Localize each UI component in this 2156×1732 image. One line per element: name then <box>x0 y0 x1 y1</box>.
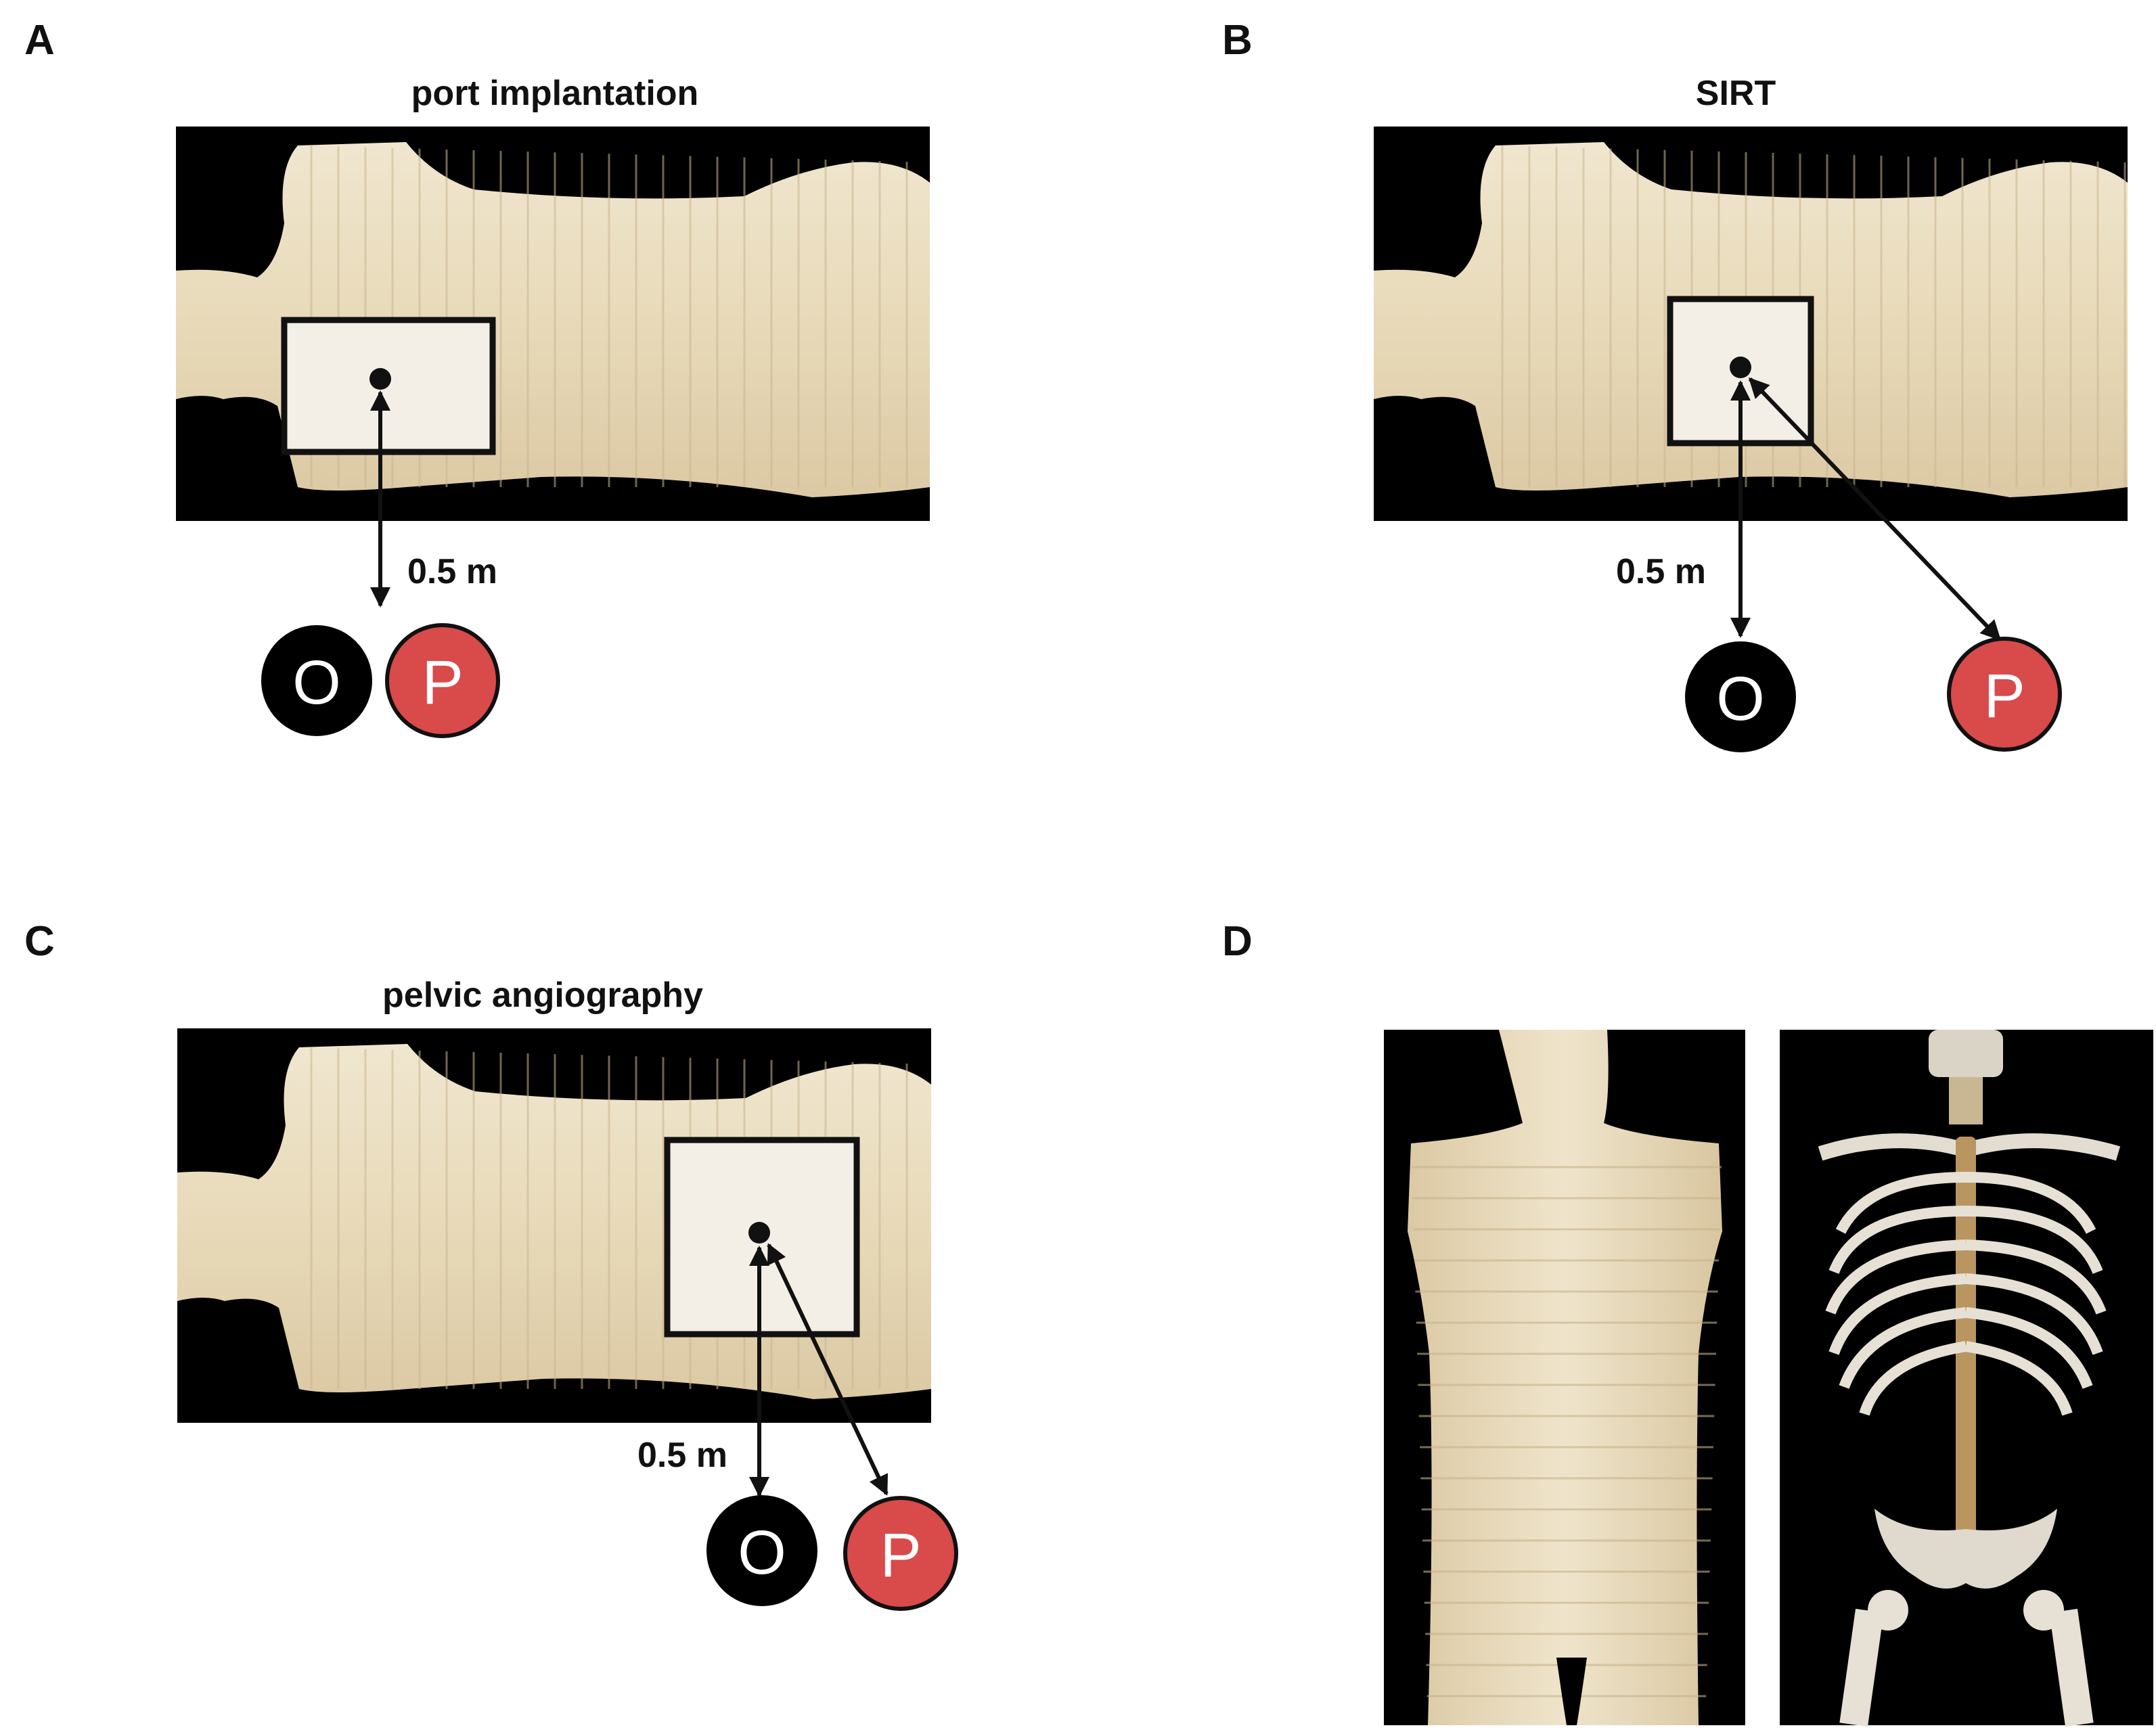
operator-circle: O <box>261 625 372 736</box>
measurement-dot <box>1730 357 1751 378</box>
panel-a: A port implantation 0.5 m O P <box>24 17 930 738</box>
patient-label: P <box>422 648 463 717</box>
operator-circle: O <box>706 1495 817 1606</box>
phantom-photo <box>177 1028 931 1423</box>
phantom-photo <box>176 127 930 521</box>
patient-circle: P <box>385 623 500 738</box>
measurement-dot <box>369 368 391 390</box>
panel-title: SIRT <box>1696 74 1776 113</box>
panel-d: D <box>1222 918 2153 1727</box>
measurement-dot <box>748 1222 770 1244</box>
operator-label: O <box>738 1518 786 1587</box>
patient-circle: P <box>1947 637 2062 752</box>
panel-title: port implantation <box>411 74 699 113</box>
distance-label: 0.5 m <box>407 552 497 591</box>
distance-arrow-patient <box>1748 377 2002 641</box>
phantom-photo <box>1374 127 2128 521</box>
patient-label: P <box>1983 662 2025 731</box>
panel-label: B <box>1222 17 1253 64</box>
distance-label: 0.5 m <box>637 1436 727 1475</box>
panel-label: A <box>24 17 55 64</box>
skeleton-photo <box>1780 1030 2153 1727</box>
panel-title: pelvic angiography <box>382 976 703 1015</box>
panel-label: C <box>24 918 55 965</box>
pelvis <box>1874 1509 2057 1589</box>
phantom-front-photo <box>1384 1030 1745 1725</box>
patient-label: P <box>880 1521 921 1590</box>
distance-label: 0.5 m <box>1616 552 1706 591</box>
panel-label: D <box>1222 918 1253 965</box>
operator-label: O <box>1716 664 1765 733</box>
panel-b: B SIRT 0.5 m O P <box>1222 17 2128 752</box>
operator-circle: O <box>1685 641 1796 752</box>
operator-label: O <box>292 648 341 717</box>
distance-arrow-patient <box>767 1243 889 1496</box>
patient-circle: P <box>843 1496 958 1611</box>
panel-c: C pelvic angiography 0.5 m O P <box>24 918 958 1611</box>
rib-cage <box>1825 1172 2107 1416</box>
